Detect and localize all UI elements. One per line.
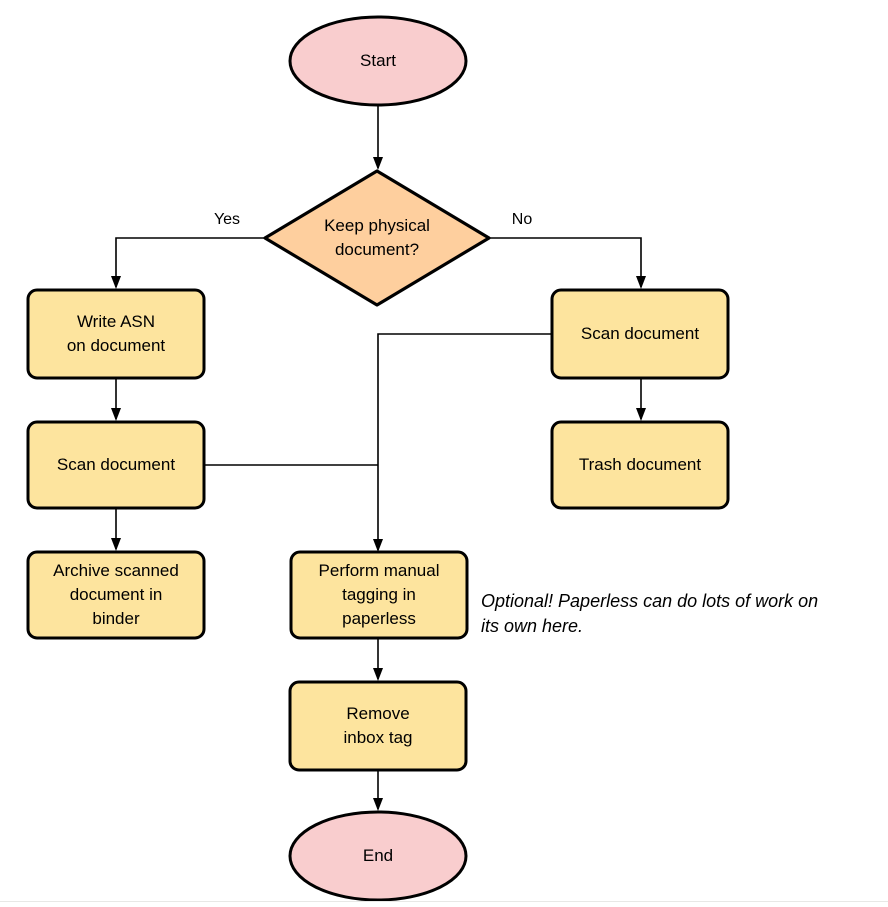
process-box-scan-right [550, 288, 730, 380]
note-text: Optional! Paperless can do lots of work … [481, 591, 819, 636]
process-box-remove-tag [288, 680, 468, 772]
process-box-tagging [289, 550, 469, 640]
start-ellipse [288, 15, 468, 107]
process-box-write-asn [26, 288, 206, 380]
process-box-scan-left [26, 420, 206, 510]
end-ellipse [288, 810, 468, 902]
edge-label-no: No [511, 211, 533, 228]
edge-label-yes: Yes [213, 211, 241, 228]
process-box-archive [26, 550, 206, 640]
edge-scan-right-to-tagging [373, 333, 552, 552]
decision-diamond [263, 169, 491, 307]
page-bottom-divider [0, 901, 888, 902]
edge-decision-no-to-scan-right [489, 237, 646, 289]
process-box-trash [550, 420, 730, 510]
edge-decision-yes-to-write-asn [111, 237, 265, 289]
